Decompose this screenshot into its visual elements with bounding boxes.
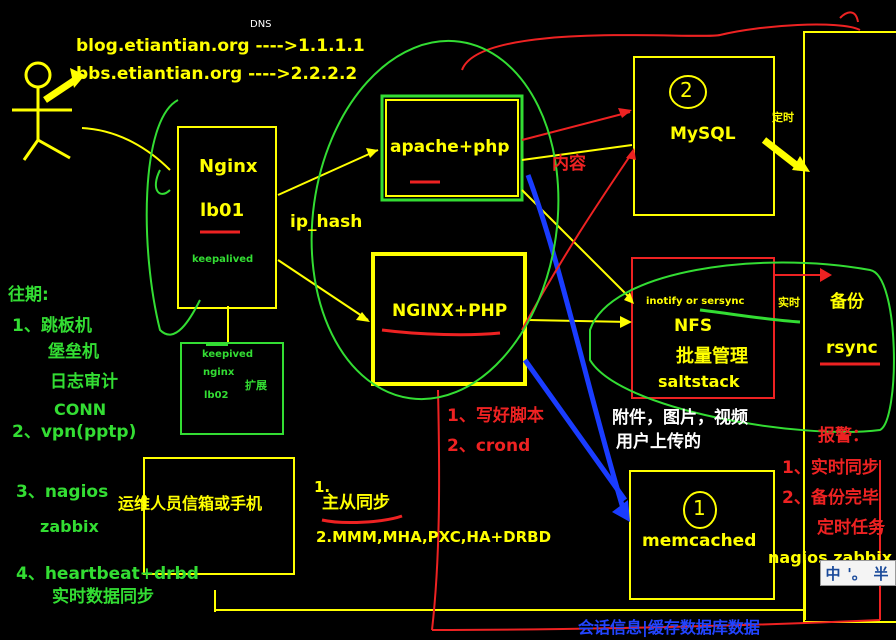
ops-mailbox-label: 运维人员信箱或手机 [118, 494, 263, 513]
user-arrow [43, 75, 80, 103]
nfs-saltstack: saltstack [658, 372, 740, 391]
dns-record-blog: blog.etiantian.org ---->1.1.1.1 [76, 36, 365, 56]
nfs-sync-tool: inotify or sersync [646, 296, 745, 307]
lb01-sub: lb01 [200, 200, 245, 221]
sync-note-ha-options: 2.MMM,MHA,PXC,HA+DRBD [316, 528, 552, 546]
user-arrow-head [70, 68, 85, 88]
ops-box [143, 457, 295, 575]
nfs-box [631, 257, 775, 399]
lb02-box [180, 342, 284, 435]
yellow-arrowheads [356, 148, 634, 328]
user-to-lb-curve [81, 127, 171, 171]
user-stick-figure [12, 61, 72, 161]
apache-box-inner [385, 99, 519, 197]
green-sketch-annotations [145, 39, 895, 433]
lb02-name: lb02 [204, 390, 229, 401]
alarm-cron-task: 定时任务 [817, 518, 885, 538]
history-log-audit: 日志审计 [50, 372, 118, 392]
ime-chinese-toggle[interactable]: 中 [825, 564, 841, 583]
mysql-badge-circle [669, 75, 707, 109]
ime-toolbar[interactable]: 中 '。 半 [820, 560, 896, 586]
alarm-realtime-sync: 1、实时同步 [782, 458, 879, 478]
red-scribbles [200, 180, 880, 524]
lb02-keepived: keepived [202, 349, 253, 360]
ime-halfwidth-toggle[interactable]: 半 [873, 564, 889, 583]
lb01-title: Nginx [199, 156, 258, 177]
backup-title: 备份 [830, 292, 864, 312]
history-bastion: 堡垒机 [48, 342, 99, 362]
memcached-badge-circle [683, 491, 717, 529]
content-label: 内容 [552, 154, 586, 174]
dns-title: DNS [250, 19, 272, 30]
ip-hash-label: ip_hash [290, 212, 363, 232]
mysql-label: MySQL [670, 124, 736, 144]
history-realtime-sync: 实时数据同步 [52, 587, 154, 607]
timed-label: 定时 [772, 111, 794, 124]
script-note-2: 2、crond [447, 436, 531, 456]
history-nagios: 3、nagios [16, 482, 109, 502]
attach-note-2: 用户上传的 [616, 432, 701, 452]
nfs-batch-mgmt: 批量管理 [676, 346, 748, 367]
history-heartbeat: 4、heartbeat+drbd [16, 564, 199, 584]
mysql-badge: 2 [680, 78, 693, 102]
history-vpn: 2、vpn(pptp) [12, 422, 137, 442]
history-conn: CONN [54, 400, 107, 419]
sync-note-master-slave: 主从同步 [322, 493, 390, 513]
alarm-title: 报警： [818, 426, 869, 446]
memcached-box [629, 470, 775, 600]
sync-note-number: 1. [314, 478, 331, 496]
blue-arrow-nginx [522, 358, 628, 502]
lb02-nginx: nginx [203, 367, 235, 378]
mysql-to-backup-arrow [761, 137, 803, 171]
memcached-badge: 1 [693, 496, 706, 520]
dns-record-bbs: bbs.etiantian.org ---->2.2.2.2 [76, 64, 358, 84]
yellow-connectors [214, 144, 806, 620]
script-note-1: 1、写好脚本 [447, 406, 544, 426]
rsync-label: rsync [826, 338, 878, 358]
nfs-label: NFS [674, 316, 713, 336]
apache-php-label: apache+php [390, 137, 510, 157]
nginx-php-box [371, 252, 527, 386]
ime-punctuation-toggle[interactable]: '。 [847, 564, 867, 583]
attach-note-1: 附件，图片，视频 [612, 408, 748, 428]
mysql-box [633, 56, 775, 216]
realtime-label: 实时 [778, 296, 800, 309]
blue-arrow-apache [525, 174, 628, 516]
history-title: 往期: [8, 285, 49, 305]
alarm-backup-done: 2、备份完毕 [782, 488, 879, 508]
session-cache-note: 会话信息|缓存数据库数据 [578, 618, 760, 637]
history-jump-host: 1、跳板机 [12, 316, 92, 336]
nginx-php-label: NGINX+PHP [392, 301, 508, 321]
apache-box-outer [380, 94, 524, 202]
memcached-label: memcached [642, 531, 757, 551]
lb02-expand: 扩展 [245, 379, 267, 392]
history-zabbix: zabbix [40, 517, 99, 536]
lb01-keepalived: keepalived [192, 254, 254, 265]
